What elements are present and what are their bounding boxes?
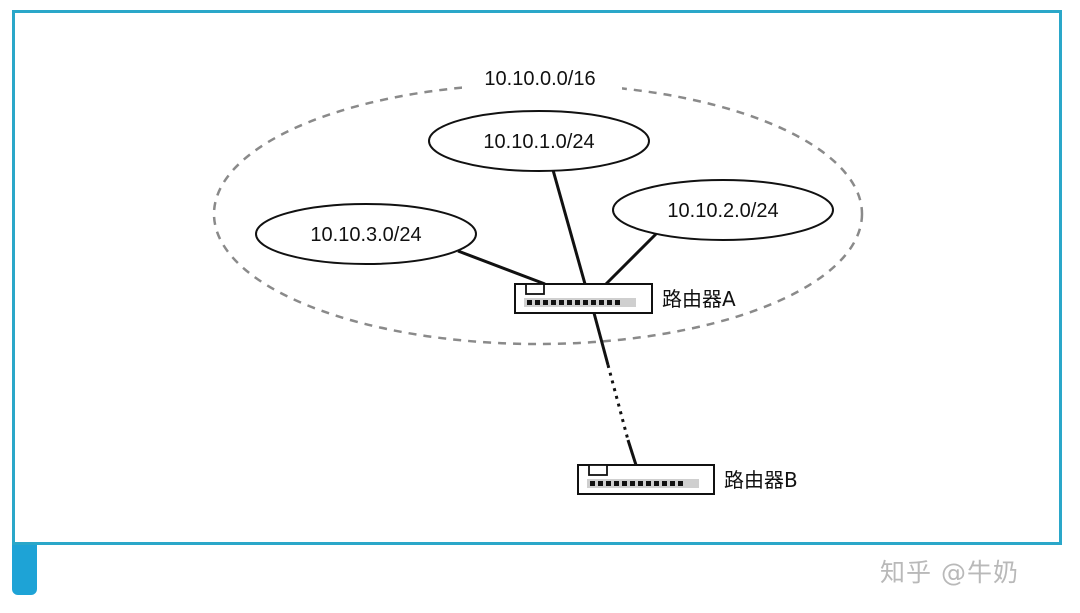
link-router-a-to-b-solid-bottom: [626, 439, 638, 466]
subnet-node: 10.10.1.0/24: [428, 110, 650, 172]
router-ports: [590, 481, 683, 486]
router-indicator: [525, 283, 545, 295]
router-b: 路由器B: [577, 464, 798, 495]
link-router-a-subnet-2: [604, 232, 658, 286]
router-label: 路由器A: [662, 287, 736, 311]
link-router-a-to-b-solid-top: [592, 312, 610, 366]
subnet-ellipse: [428, 110, 650, 172]
supernet-boundary: [212, 82, 864, 346]
subnet-label: 10.10.1.0/24: [483, 131, 594, 153]
router-ports: [527, 300, 620, 305]
diagram-frame: [12, 10, 1062, 545]
link-router-a-subnet-1: [551, 169, 587, 285]
router-indicator: [588, 464, 608, 476]
subnet-node: 10.10.3.0/24: [255, 203, 477, 265]
frame-tab: [12, 545, 37, 595]
subnet-ellipse: [612, 179, 834, 241]
router-a: 路由器A: [514, 283, 736, 314]
supernet-label-gap: [462, 64, 622, 92]
subnet-label: 10.10.3.0/24: [310, 224, 421, 246]
subnet-node: 10.10.2.0/24: [612, 179, 834, 241]
subnet-label: 10.10.2.0/24: [667, 200, 778, 222]
subnet-ellipse: [255, 203, 477, 265]
router-label: 路由器B: [724, 468, 798, 492]
supernet-label: 10.10.0.0/16: [484, 68, 595, 90]
link-router-a-to-b-dotted: [606, 364, 630, 441]
watermark: 知乎 @牛奶: [880, 558, 1019, 587]
link-router-a-subnet-3: [457, 249, 546, 286]
